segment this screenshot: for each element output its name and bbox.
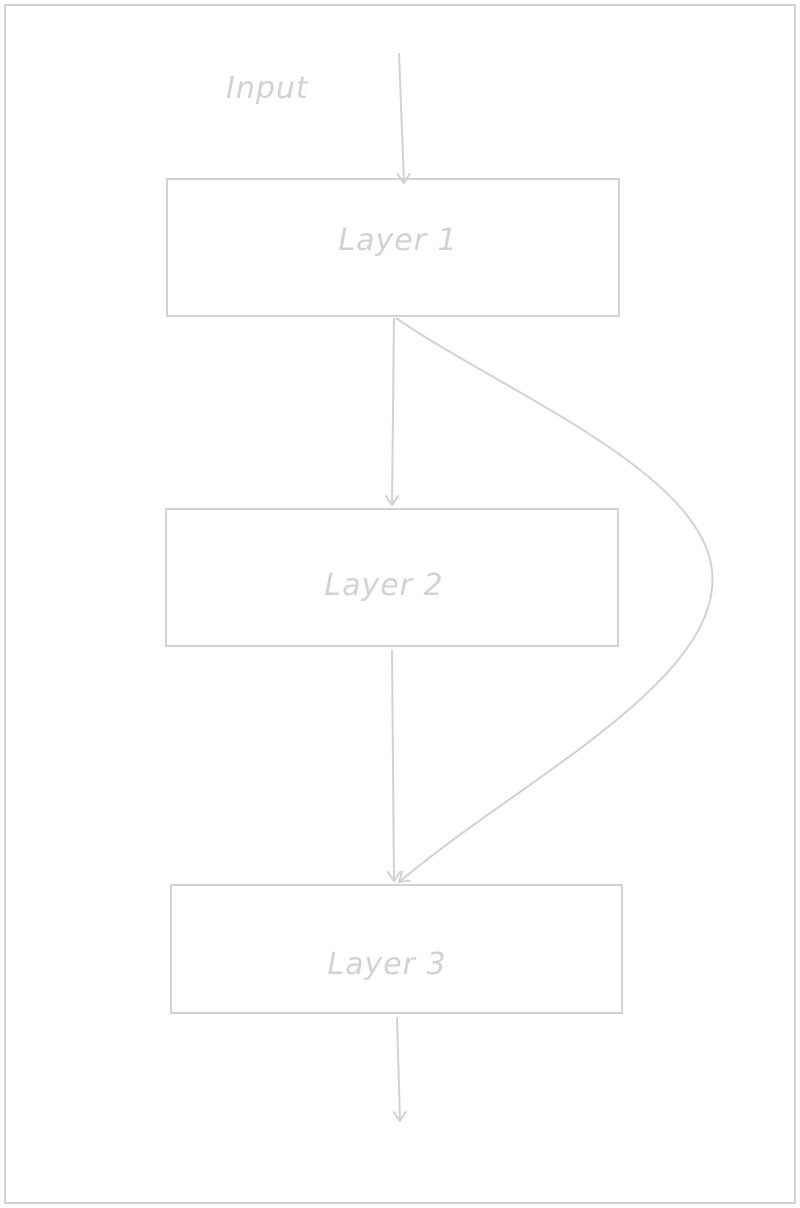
arrow-layer1-to-layer2	[385, 317, 400, 506]
layer-3-node: Layer 3	[170, 884, 623, 1014]
layer-2-label: Layer 2	[324, 568, 443, 603]
layer-3-box	[170, 884, 623, 1014]
skip-connection-arrow	[395, 317, 714, 883]
input-label: Input	[226, 71, 309, 106]
output-arrow	[392, 1016, 407, 1122]
layer-1-label: Layer 1	[338, 223, 457, 258]
layer-2-node: Layer 2	[165, 508, 619, 647]
input-arrow	[396, 52, 411, 184]
arrow-layer2-to-layer3	[386, 649, 401, 882]
layer-1-box	[166, 178, 620, 317]
layer-3-label: Layer 3	[327, 947, 446, 982]
layer-2-box	[165, 508, 619, 647]
canvas-frame	[4, 4, 796, 1204]
layer-1-node: Layer 1	[166, 178, 620, 317]
